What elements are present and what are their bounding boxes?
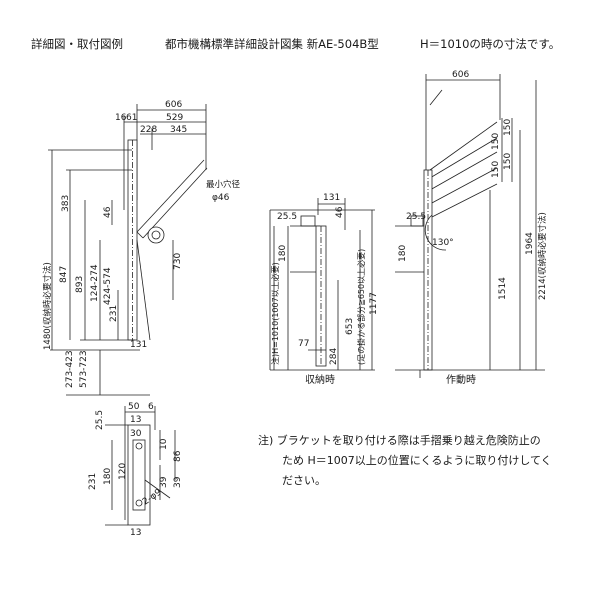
dim-1514: 1514: [498, 277, 508, 300]
dim-345: 345: [170, 125, 187, 135]
dim-228: 228: [140, 125, 157, 135]
dim-606-top: 606: [165, 100, 182, 110]
hole-value: φ46: [212, 193, 230, 203]
angle-130: 130°: [432, 238, 454, 248]
header-subtitle: 都市機構標準詳細設計図集 新AE-504B型: [165, 37, 379, 51]
dim-25-5-mid: 25.5: [277, 212, 297, 222]
header-condition: H＝1010の時の寸法です。: [420, 37, 561, 51]
bracket-dim-86: 86: [173, 450, 183, 462]
dim-383: 383: [61, 195, 71, 212]
bracket-dim-13-bottom: 13: [130, 528, 141, 538]
dim-529: 529: [166, 113, 183, 123]
note-vertical-h1010: 注)H=1010(1007以上必要): [270, 262, 280, 365]
dim-1964: 1964: [525, 232, 535, 255]
dim-2214: 2214(収納時必要寸法): [537, 212, 548, 300]
bracket-dim-25-5: 25.5: [95, 410, 105, 430]
dim-150-b: 150: [503, 153, 513, 170]
dim-131-left: 131: [130, 340, 147, 350]
dim-273-423: 273-423: [65, 350, 75, 388]
dim-16: 16: [115, 113, 127, 123]
bracket-dim-39-b: 39: [173, 476, 183, 488]
bracket-view-labels: 50 6 25.5 13 30 10 86 231 180 120 39 39 …: [88, 402, 183, 538]
bracket-dim-180: 180: [103, 468, 113, 485]
dim-847: 847: [59, 266, 69, 283]
left-view-labels: 606 16 61 529 228 345 最小穴径 φ46 1480(収納時必…: [42, 100, 241, 388]
header-title: 詳細図・取付図例: [31, 37, 123, 51]
bracket-dim-231: 231: [88, 473, 98, 490]
bracket-dim-6: 6: [148, 402, 154, 412]
bracket-dim-50: 50: [128, 402, 140, 412]
dim-1177: 1177: [369, 292, 379, 315]
bracket-dim-39-a: 39: [159, 476, 169, 488]
middle-view: [269, 198, 375, 371]
dim-77: 77: [298, 339, 309, 349]
dim-25-5-right: 25.5: [406, 212, 426, 222]
dim-284: 284: [329, 348, 339, 365]
bracket-view: [105, 406, 176, 526]
dim-1480: 1480(収納時必要寸法): [42, 262, 53, 350]
note-line-1: 注) ブラケットを取り付ける際は手摺乗り越え危険防止の: [258, 434, 541, 447]
note-line-2: ため H＝1007以上の位置にくるように取り付けしてく: [282, 454, 552, 467]
dim-46: 46: [103, 206, 113, 218]
dim-124-274: 124-274: [90, 264, 100, 302]
dim-424-574: 424-574: [103, 267, 113, 305]
note-foot-area: (足の掛かる部分≧650以上必要): [356, 249, 366, 365]
dim-573-723: 573-723: [79, 350, 89, 388]
dim-46-mid: 46: [335, 206, 345, 218]
dim-180-mid: 180: [278, 245, 288, 262]
right-view: [395, 74, 545, 378]
dim-231: 231: [109, 305, 119, 322]
dim-893: 893: [75, 276, 85, 293]
bracket-dim-30: 30: [130, 429, 142, 439]
dim-131-mid: 131: [323, 193, 340, 203]
right-view-labels: 606 150 150 150 150 25.5 180 130° 1964 1…: [398, 70, 548, 386]
dim-150-a: 150: [503, 119, 513, 136]
caption-operating: 作動時: [446, 373, 476, 386]
dim-653: 653: [345, 318, 355, 335]
dim-180-right: 180: [398, 245, 408, 262]
hole-label: 最小穴径: [206, 179, 241, 190]
bracket-dim-10: 10: [159, 438, 169, 450]
bracket-dim-120: 120: [118, 463, 128, 480]
middle-view-labels: 131 25.5 46 180 注)H=1010(1007以上必要) 653 (…: [270, 193, 379, 386]
dim-61: 61: [126, 113, 137, 123]
left-view: [48, 104, 208, 396]
dim-730: 730: [173, 253, 183, 270]
dim-150-d: 150: [491, 161, 501, 178]
dim-606-right: 606: [452, 70, 469, 80]
note-line-3: ださい。: [282, 474, 326, 487]
dim-150-c: 150: [491, 133, 501, 150]
bracket-dim-13-top: 13: [130, 415, 141, 425]
bracket-hole-label: 2-φ9: [141, 487, 164, 507]
caption-stowed: 収納時: [305, 373, 335, 386]
